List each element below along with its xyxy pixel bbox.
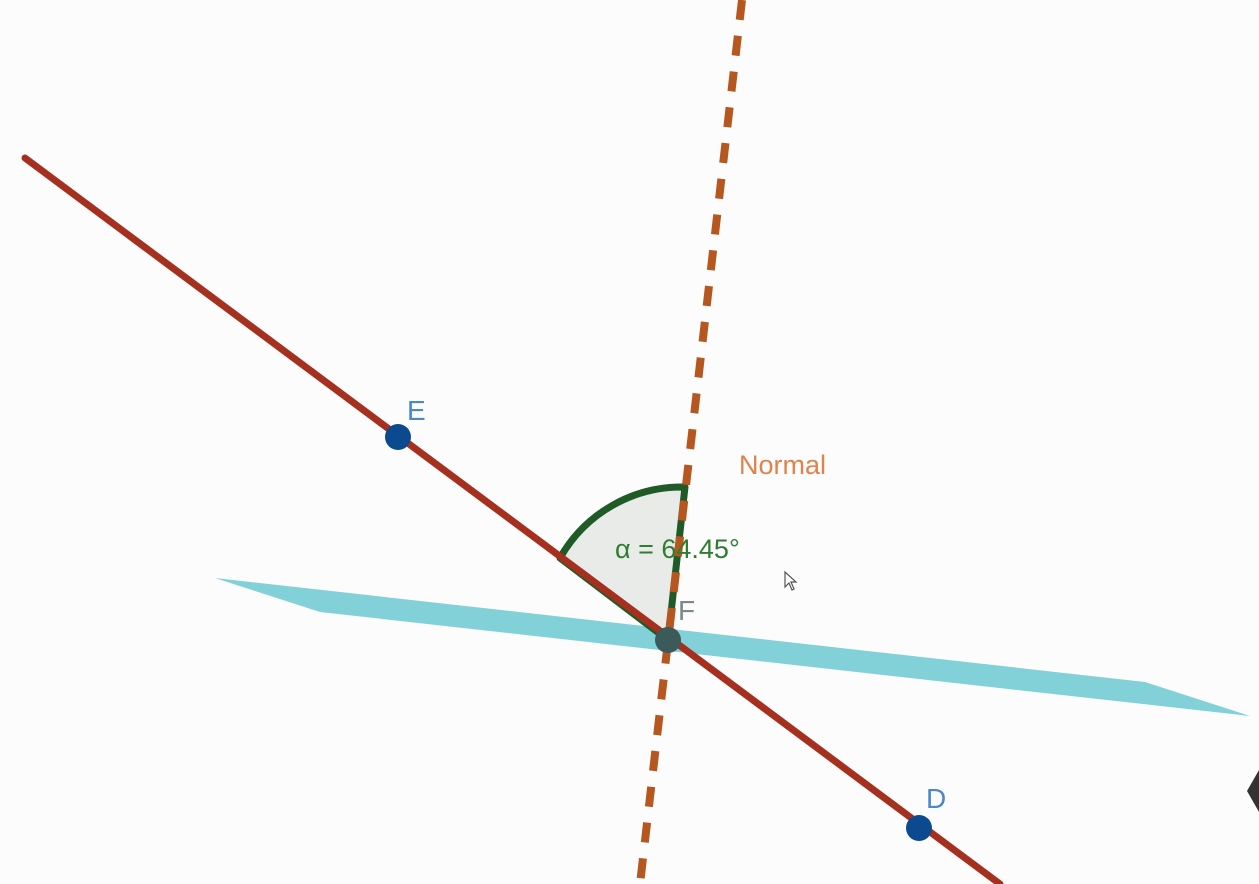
normal-line[interactable] bbox=[636, 0, 746, 884]
point-d-label: D bbox=[926, 783, 946, 814]
point-e[interactable] bbox=[385, 424, 411, 450]
angle-label: α = 64.45° bbox=[615, 534, 740, 564]
mouse-cursor-icon bbox=[784, 570, 798, 591]
point-d[interactable] bbox=[906, 815, 932, 841]
point-f-label: F bbox=[678, 595, 695, 626]
point-e-label: E bbox=[407, 395, 426, 426]
angle-sector[interactable] bbox=[556, 483, 689, 644]
normal-label: Normal bbox=[739, 450, 826, 480]
incident-line[interactable] bbox=[21, 154, 1004, 884]
plane-surface[interactable] bbox=[215, 578, 1250, 716]
edge-diamond-icon[interactable] bbox=[1247, 770, 1259, 812]
point-f[interactable] bbox=[655, 627, 681, 653]
